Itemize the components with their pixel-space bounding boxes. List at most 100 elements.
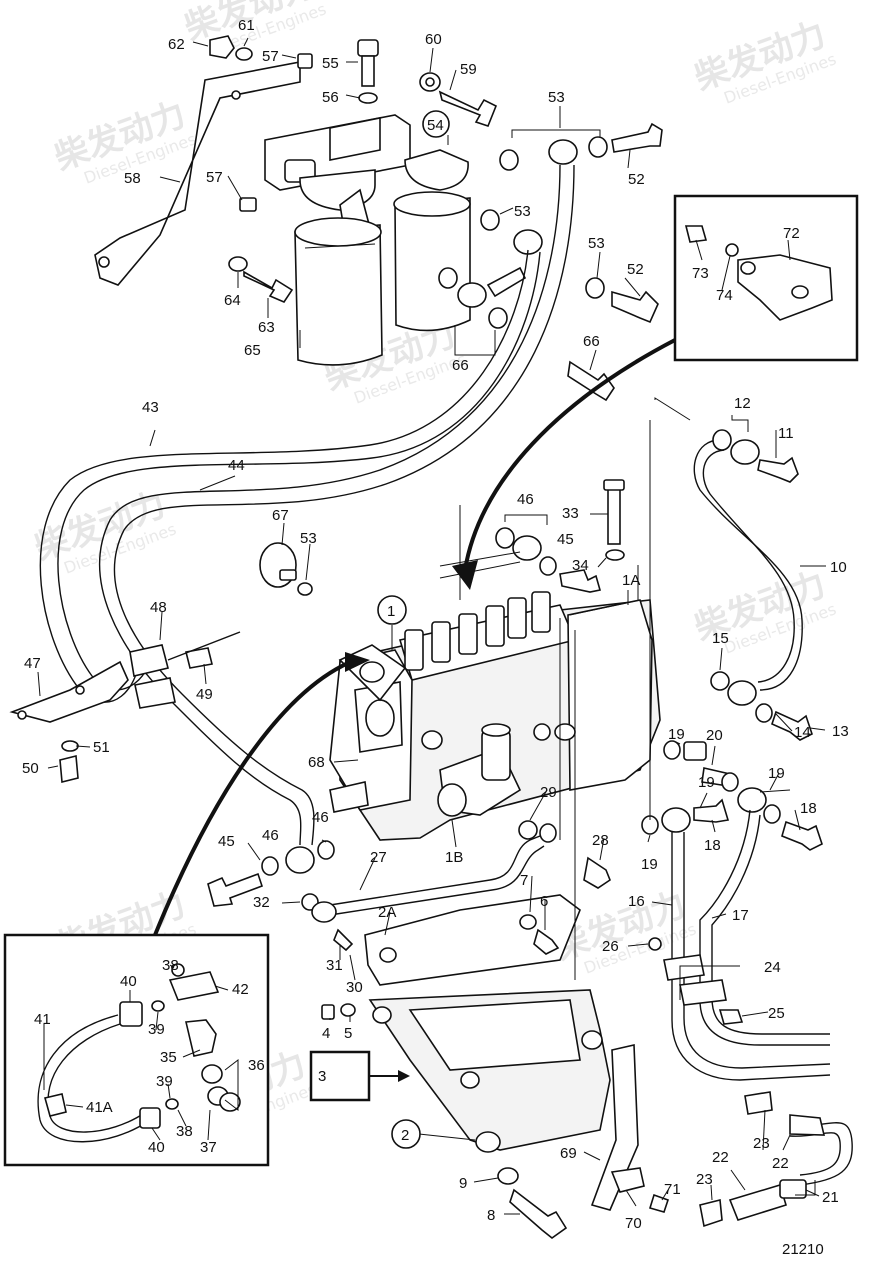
plug-57-top	[297, 53, 313, 69]
callout-43: 43	[142, 399, 159, 416]
callout-37: 37	[200, 1139, 217, 1156]
filter-bracket-58	[94, 61, 301, 286]
nut-62	[209, 35, 235, 59]
callout-6: 6	[540, 893, 548, 910]
callout-46: 46	[312, 809, 329, 826]
callout-33: 33	[562, 505, 579, 522]
fittings-19-20	[641, 740, 823, 851]
callout-71: 71	[664, 1181, 681, 1198]
callout-73: 73	[692, 265, 709, 282]
feed-pump-1B	[437, 723, 522, 817]
callout-44: 44	[228, 457, 245, 474]
callout-23: 23	[753, 1135, 770, 1152]
hose-21-assembly	[699, 1091, 853, 1228]
banjo-bolt-66	[567, 360, 615, 402]
callout-30: 30	[346, 979, 363, 996]
leader-lines	[37, 37, 826, 1215]
callout-9: 9	[459, 1175, 467, 1192]
fuel-hose-44	[99, 164, 575, 846]
callout-23: 23	[696, 1171, 713, 1188]
bolt-63	[243, 270, 294, 303]
callout-40: 40	[120, 973, 137, 990]
callout-54: 54	[427, 117, 444, 134]
callout-18: 18	[704, 837, 721, 854]
callout-2A: 2A	[378, 904, 396, 921]
callout-1: 1	[387, 603, 395, 620]
callout-29: 29	[540, 784, 557, 801]
banjo-fittings-53	[480, 136, 608, 299]
banjo-bolt-52	[611, 122, 663, 324]
bolt-59	[438, 90, 498, 127]
callout-66: 66	[583, 333, 600, 350]
callout-7: 7	[520, 872, 528, 889]
callout-51: 51	[93, 739, 110, 756]
callout-74: 74	[716, 287, 733, 304]
callout-18: 18	[800, 800, 817, 817]
callout-66: 66	[452, 357, 469, 374]
callout-46: 46	[262, 827, 279, 844]
callout-54-circle	[422, 110, 450, 138]
callout-38: 38	[176, 1123, 193, 1140]
callout-62: 62	[168, 36, 185, 53]
callout-19: 19	[641, 856, 658, 873]
callout-25: 25	[768, 1005, 785, 1022]
callout-8: 8	[487, 1207, 495, 1224]
callout-57: 57	[262, 48, 279, 65]
callout-2: 2	[401, 1127, 409, 1144]
callout-22: 22	[772, 1155, 789, 1172]
callout-67: 67	[272, 507, 289, 524]
callout-1A: 1A	[622, 572, 640, 589]
washer-64	[228, 256, 248, 272]
watermark: 柴发动力 Diesel-Engines	[689, 14, 838, 107]
callout-40: 40	[148, 1139, 165, 1156]
callout-35: 35	[160, 1049, 177, 1066]
callout-26: 26	[602, 938, 619, 955]
callout-46: 46	[517, 491, 534, 508]
callout-11: 11	[778, 425, 794, 442]
bolt-55	[357, 39, 379, 87]
banjo-fittings-66	[438, 266, 527, 329]
grouping-lines	[224, 129, 816, 1196]
callout-53: 53	[514, 203, 531, 220]
callout-34: 34	[572, 557, 589, 574]
clamp-48	[129, 631, 241, 709]
callout-64: 64	[224, 292, 241, 309]
callout-27: 27	[370, 849, 387, 866]
callout-45: 45	[218, 833, 235, 850]
callout-58: 58	[124, 170, 141, 187]
callout-63: 63	[258, 319, 275, 336]
callout-19: 19	[668, 726, 685, 743]
pipe-27	[301, 820, 611, 952]
callout-21: 21	[822, 1189, 839, 1206]
callout-1B: 1B	[445, 849, 463, 866]
washer-56	[358, 92, 378, 104]
callout-19: 19	[768, 765, 785, 782]
callout-5: 5	[344, 1025, 352, 1042]
mounting-bracket-2	[368, 989, 611, 1153]
callout-20: 20	[706, 727, 723, 744]
callout-72: 72	[783, 225, 800, 242]
callout-52: 52	[627, 261, 644, 278]
callout-24: 24	[764, 959, 781, 976]
callout-70: 70	[625, 1215, 642, 1232]
callout-53: 53	[588, 235, 605, 252]
bracket-47	[9, 660, 129, 723]
callout-16: 16	[628, 893, 645, 910]
callout-47: 47	[24, 655, 41, 672]
callout-68: 68	[308, 754, 325, 771]
bracket-69	[590, 1044, 639, 1211]
callout-69: 69	[560, 1145, 577, 1162]
plug-67	[259, 542, 313, 596]
callout-65: 65	[244, 342, 261, 359]
callout-1-circle	[377, 595, 407, 625]
filter-canister-rear	[393, 191, 471, 332]
filter-canister-65	[294, 217, 383, 366]
figure-number: 21210	[782, 1241, 824, 1258]
bolt-50-washer-51	[59, 740, 79, 784]
washer-60	[419, 72, 441, 92]
callout-57: 57	[206, 169, 223, 186]
callout-14: 14	[794, 724, 811, 741]
callout-22: 22	[712, 1149, 729, 1166]
callout-17: 17	[732, 907, 749, 924]
